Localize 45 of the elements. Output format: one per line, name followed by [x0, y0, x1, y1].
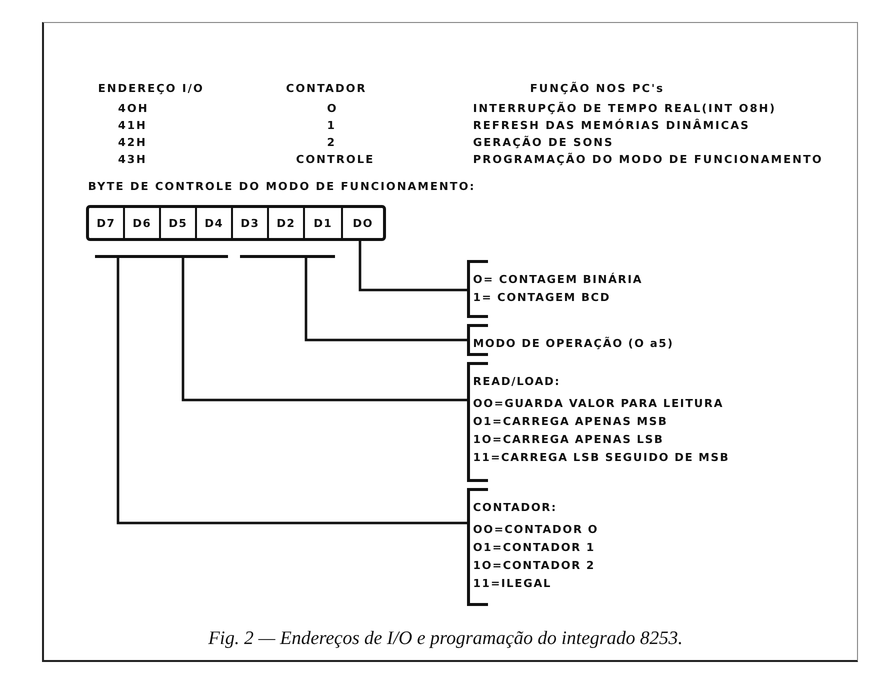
table-text: REFRESH DAS MEMÓRIAS DINÂMICAS [473, 119, 750, 132]
field-description: OO=CONTADOR O [473, 522, 600, 538]
table-text: CONTROLE [296, 153, 374, 166]
field-description: O1=CARREGA APENAS MSB [473, 414, 669, 430]
field-description: O1=CONTADOR 1 [473, 540, 596, 556]
field-description: O= CONTAGEM BINÁRIA [473, 272, 644, 288]
table-text: 2 [327, 136, 336, 149]
table-text: O [327, 102, 338, 115]
bit-cell: D3 [233, 208, 269, 238]
table-text: FUNÇÃO NOS PC's [530, 82, 664, 95]
group-underline [143, 255, 228, 258]
field-description: 1O=CONTADOR 2 [473, 558, 596, 574]
field-description: 1= CONTAGEM BCD [473, 290, 612, 306]
figure-caption: Fig. 2 — Endereços de I/O e programação do integrado 8253. [207, 628, 684, 650]
table-text: 1 [327, 119, 336, 132]
table-text: BYTE DE CONTROLE DO MODO DE FUNCIONAMENTO: [88, 180, 476, 193]
bit-cell: DO [343, 208, 383, 238]
table-text: PROGRAMAÇÃO DO MODO DE FUNCIONAMENTO [473, 153, 823, 166]
table-text: 41H [118, 119, 148, 132]
field-description: OO=GUARDA VALOR PARA LEITURA [473, 396, 725, 412]
field-description: MODO DE OPERAÇÃO (O a5) [473, 336, 675, 352]
bit-cell: D4 [197, 208, 233, 238]
group-underline [240, 255, 335, 258]
field-description: 11=CARREGA LSB SEGUIDO DE MSB [473, 450, 730, 466]
bit-cell: D5 [161, 208, 197, 238]
table-text: INTERRUPÇÃO DE TEMPO REAL(INT O8H) [473, 102, 776, 115]
table-text: GERAÇÃO DE SONS [473, 136, 614, 149]
byte-register [86, 205, 386, 241]
table-text: ENDEREÇO I/O [98, 82, 204, 95]
table-text: CONTADOR [286, 82, 367, 95]
table-text: 42H [118, 136, 148, 149]
field-description: READ/LOAD: [473, 374, 562, 390]
table-text: 43H [118, 153, 148, 166]
bit-cell: D2 [269, 208, 305, 238]
connector-line [358, 241, 467, 292]
connector-line [304, 258, 467, 342]
bit-cell: D6 [125, 208, 161, 238]
field-description: CONTADOR: [473, 500, 558, 516]
field-description: 11=ILEGAL [473, 576, 552, 592]
bit-cell: D1 [305, 208, 343, 238]
connector-line [182, 258, 467, 402]
field-description: 1O=CARREGA APENAS LSB [473, 432, 665, 448]
connector-line [116, 258, 467, 524]
bit-cell: D7 [89, 208, 125, 238]
table-text: 4OH [118, 102, 149, 115]
